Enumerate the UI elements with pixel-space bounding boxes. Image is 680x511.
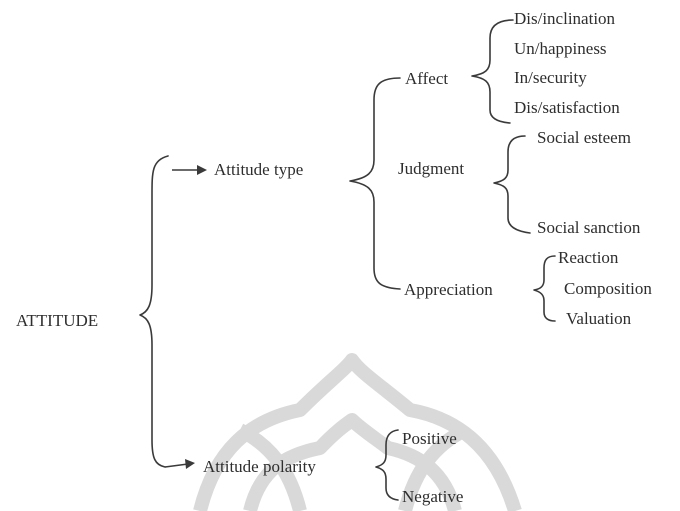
arrow-type-head xyxy=(197,165,207,175)
polarity-brace xyxy=(375,429,399,501)
affect-item: In/security xyxy=(514,68,587,87)
arrow-polarity-head xyxy=(185,459,195,469)
appreciation-label: Appreciation xyxy=(404,280,493,299)
attitude-type-label: Attitude type xyxy=(214,160,304,179)
root-label: ATTITUDE xyxy=(16,311,99,330)
arrow-polarity-line xyxy=(164,463,189,468)
polarity-item: Positive xyxy=(402,429,457,448)
judgment-label: Judgment xyxy=(398,159,465,178)
watermark-emblem xyxy=(193,353,522,511)
appreciation-item: Composition xyxy=(564,279,652,298)
judgment-brace xyxy=(493,135,531,234)
affect-item: Dis/satisfaction xyxy=(514,98,620,117)
affect-label: Affect xyxy=(405,69,449,88)
affect-brace xyxy=(471,19,514,124)
judgment-item: Social esteem xyxy=(537,128,631,147)
affect-item: Dis/inclination xyxy=(514,9,616,28)
judgment-item: Social sanction xyxy=(537,218,641,237)
appreciation-brace xyxy=(533,255,556,322)
attitude-polarity-label: Attitude polarity xyxy=(203,457,316,476)
appreciation-item: Valuation xyxy=(566,309,632,328)
type-brace xyxy=(349,77,401,290)
affect-item: Un/happiness xyxy=(514,39,607,58)
appreciation-item: Reaction xyxy=(558,248,619,267)
root-brace xyxy=(139,155,169,468)
polarity-item: Negative xyxy=(402,487,464,506)
